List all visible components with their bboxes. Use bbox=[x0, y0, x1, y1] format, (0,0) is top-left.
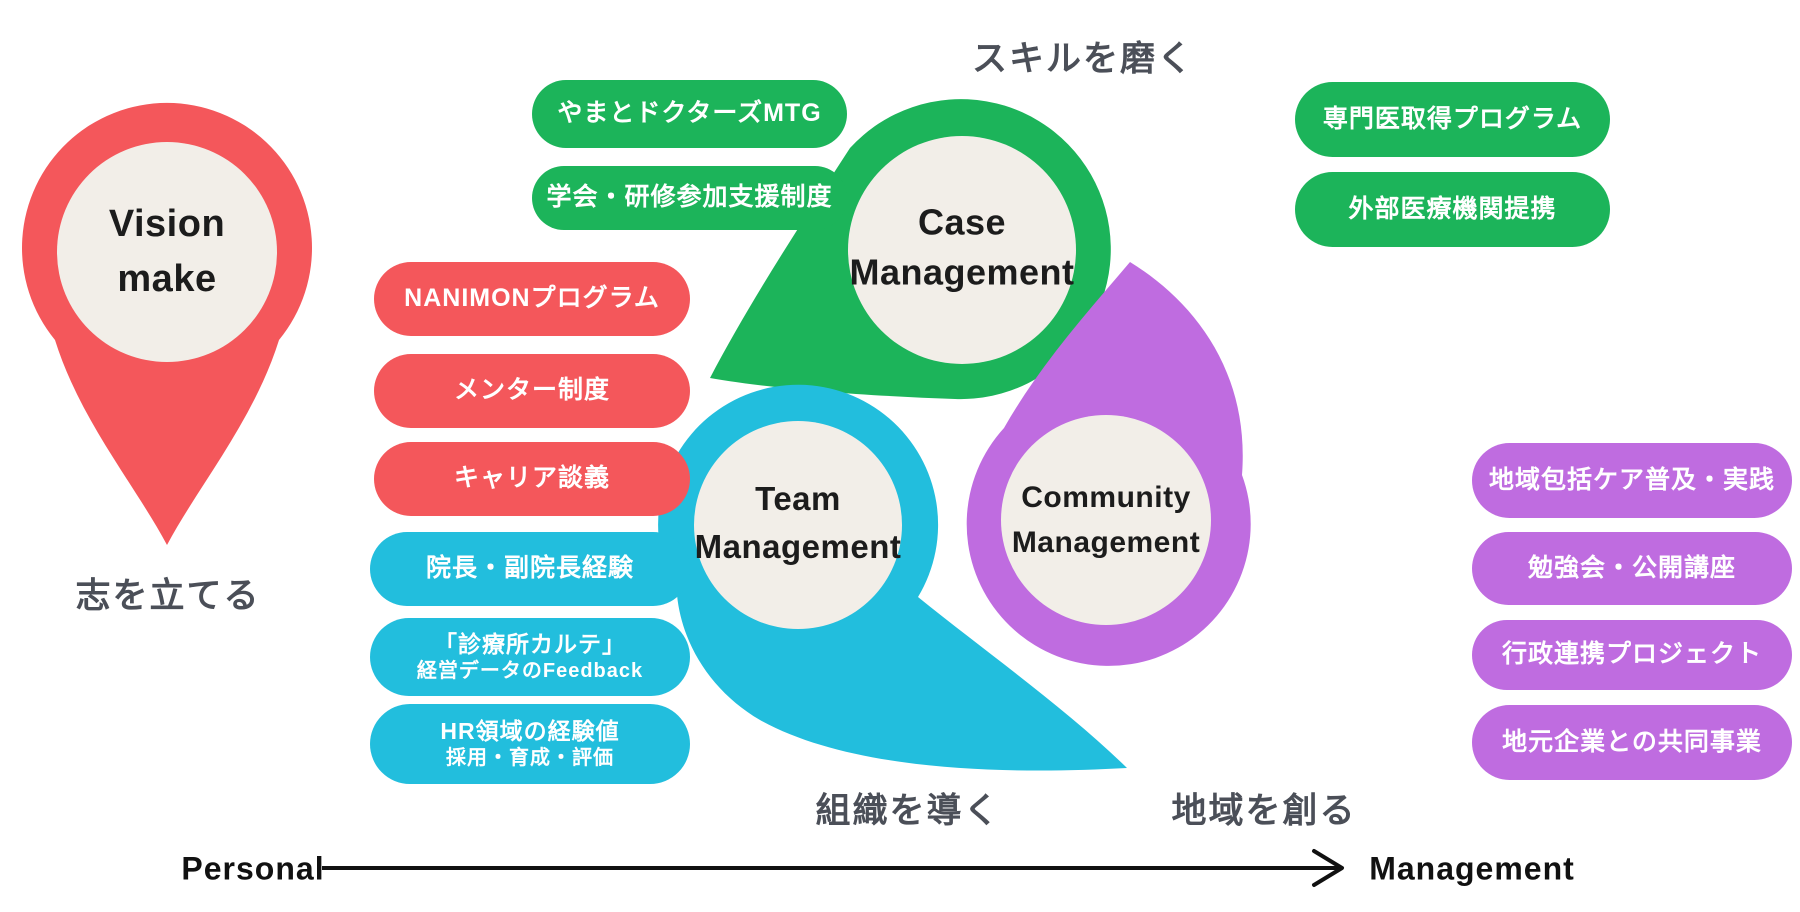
case-pill-conference-support: 学会・研修参加支援制度 bbox=[532, 166, 847, 230]
case-title-line2: Management bbox=[849, 252, 1075, 293]
community-title-line2: Management bbox=[1011, 526, 1201, 559]
case-pill-external-medical-partnership: 外部医療機関提携 bbox=[1295, 172, 1610, 247]
vision-title: Vision make bbox=[109, 197, 225, 307]
team-title-line1: Team bbox=[755, 480, 841, 518]
team-pill-clinic-karte-feedback: 「診療所カルテ」 経営データのFeedback bbox=[370, 618, 690, 696]
pill-label: 地元企業との共同事業 bbox=[1502, 727, 1762, 756]
vision-pill-mentor-system: メンター制度 bbox=[374, 354, 690, 428]
pill-label-line2: 採用・育成・評価 bbox=[446, 746, 614, 769]
team-pill-hr-experience: HR領域の経験値 採用・育成・評価 bbox=[370, 704, 690, 784]
community-title-line1: Community bbox=[1021, 481, 1191, 514]
pill-label: やまとドクターズMTG bbox=[557, 99, 822, 128]
pill-label: 行政連携プロジェクト bbox=[1501, 640, 1762, 669]
pill-label: キャリア談義 bbox=[453, 464, 610, 493]
pill-label: 勉強会・公開講座 bbox=[1527, 553, 1736, 582]
community-pill-regional-care: 地域包括ケア普及・実践 bbox=[1472, 443, 1792, 518]
vision-caption: 志を立てる bbox=[75, 576, 261, 616]
pill-label: 地域包括ケア普及・実践 bbox=[1488, 465, 1775, 494]
team-title: Team Management bbox=[695, 475, 902, 571]
case-title-line1: Case bbox=[917, 201, 1007, 243]
axis-label-management: Management bbox=[1369, 850, 1575, 887]
pill-label-line1: 「診療所カルテ」 bbox=[434, 631, 626, 658]
community-inner-circle bbox=[1001, 415, 1211, 625]
team-inner-circle bbox=[694, 421, 902, 629]
pill-label-line1: HR領域の経験値 bbox=[440, 718, 620, 745]
community-pill-study-sessions: 勉強会・公開講座 bbox=[1472, 532, 1792, 605]
team-title-line2: Management bbox=[694, 528, 902, 565]
community-caption: 地域を創る bbox=[1171, 791, 1357, 831]
vision-title-line2: make bbox=[117, 258, 217, 300]
pill-label: 外部医療機関提携 bbox=[1348, 194, 1557, 223]
community-pill-government-project: 行政連携プロジェクト bbox=[1472, 620, 1792, 690]
pill-label: NANIMONプログラム bbox=[404, 284, 660, 313]
pill-label: メンター制度 bbox=[453, 376, 610, 405]
case-inner-circle bbox=[848, 136, 1076, 364]
pill-label: 院長・副院長経験 bbox=[425, 554, 634, 583]
case-pill-specialist-program: 専門医取得プログラム bbox=[1295, 82, 1610, 157]
case-title: Case Management bbox=[849, 198, 1074, 299]
community-title: Community Management bbox=[1012, 475, 1200, 565]
team-pill-director-experience: 院長・副院長経験 bbox=[370, 532, 690, 606]
team-caption: 組織を導く bbox=[815, 791, 1001, 831]
axis-label-personal: Personal bbox=[181, 850, 325, 887]
community-pill-local-business: 地元企業との共同事業 bbox=[1472, 705, 1792, 780]
vision-pill-nanimon-program: NANIMONプログラム bbox=[374, 262, 690, 336]
vision-pill-career-talk: キャリア談義 bbox=[374, 442, 690, 516]
pill-label: 学会・研修参加支援制度 bbox=[546, 183, 833, 212]
vision-title-line1: Vision bbox=[108, 202, 226, 245]
pill-label-line2: 経営データのFeedback bbox=[416, 659, 644, 682]
case-pill-yamato-doctors-mtg: やまとドクターズMTG bbox=[532, 80, 847, 148]
pill-label: 専門医取得プログラム bbox=[1322, 104, 1583, 133]
case-caption: スキルを磨く bbox=[971, 39, 1195, 79]
axis-arrowhead-icon bbox=[1312, 849, 1344, 887]
vision-inner-circle bbox=[57, 142, 277, 362]
